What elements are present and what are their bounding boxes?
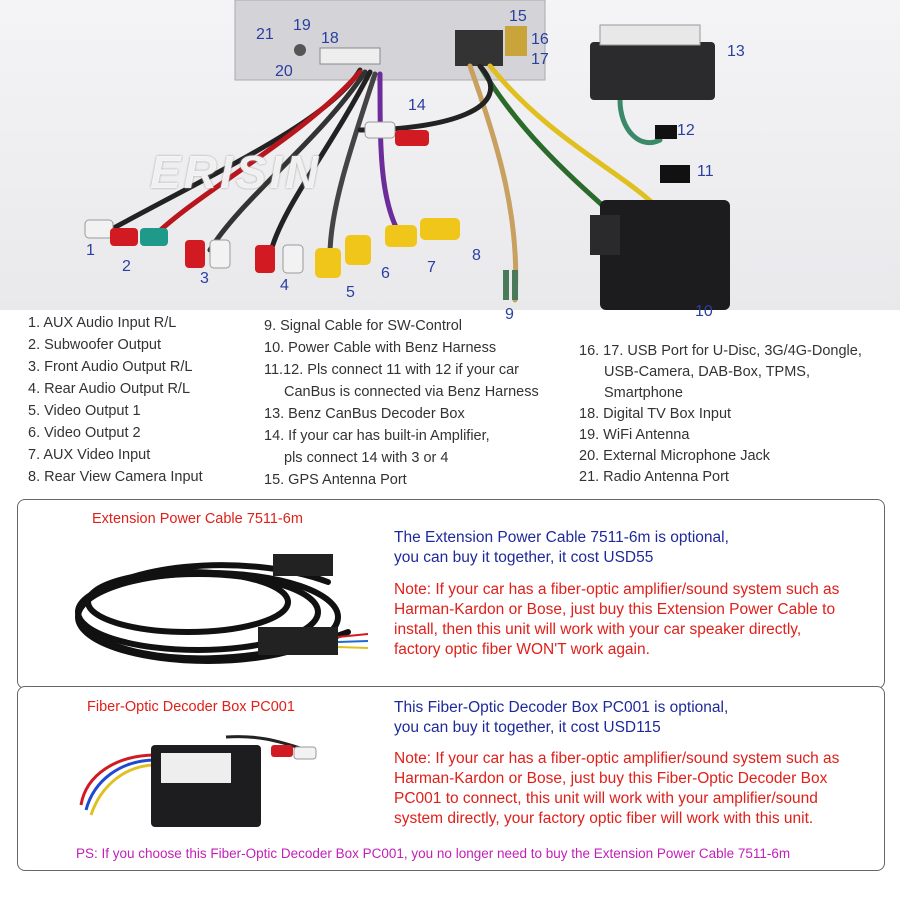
legend-item: 11.12. Pls connect 11 with 12 if your ca… [264,362,519,378]
fiber-decoder-offer: This Fiber-Optic Decoder Box PC001 is op… [394,698,728,738]
callout-19: 19 [293,17,311,34]
callout-5: 5 [346,284,355,301]
callout-17: 17 [531,51,549,68]
offer-line: This Fiber-Optic Decoder Box PC001 is op… [394,699,729,716]
callout-10: 10 [695,303,713,320]
fiber-decoder-title: Fiber-Optic Decoder Box PC001 [87,699,295,715]
ps-label: PS: [76,846,98,861]
note-line: factory optic fiber WON'T work again. [394,641,650,658]
legend-item: 13. Benz CanBus Decoder Box [264,406,465,422]
legend-item: USB-Camera, DAB-Box, TPMS, [604,364,811,380]
note-line: PC001 to connect, this unit will work wi… [394,790,818,807]
callout-6: 6 [381,265,390,282]
legend-item: 7. AUX Video Input [28,447,151,463]
offer-line: The Extension Power Cable 7511-6m is opt… [394,529,729,546]
callout-1: 1 [86,242,95,259]
callout-4: 4 [280,277,289,294]
offer-line: you can buy it together, it cost USD55 [394,549,654,566]
callout-16: 16 [531,31,549,48]
callout-18: 18 [321,30,339,47]
legend-item: 3. Front Audio Output R/L [28,359,193,375]
callout-11: 11 [697,163,714,180]
callout-3: 3 [200,270,209,287]
extension-cable-image [75,554,369,664]
callout-7: 7 [427,259,436,276]
legend-item: 8. Rear View Camera Input [28,469,203,485]
note-line: Note: If your car has a fiber-optic ampl… [394,750,840,767]
extension-cable-panel: Extension Power Cable 7511-6m The Extens… [17,499,885,689]
legend-item: 6. Video Output 2 [28,425,141,441]
benz-harness-connector [600,200,730,310]
fiber-decoder-panel: Fiber-Optic Decoder Box PC001 This Fiber… [17,686,885,871]
connector-12 [655,125,677,139]
callout-2: 2 [122,258,131,275]
legend-item: Smartphone [604,385,683,401]
wiring-harness-photo: ERISIN 1 2 3 4 5 6 7 8 9 10 11 12 13 14 … [0,0,900,323]
callout-15: 15 [509,8,527,25]
callout-13: 13 [727,43,745,60]
legend-column-1: 1. AUX Audio Input R/L 2. Subwoofer Outp… [28,312,203,488]
ps-text: If you choose this Fiber-Optic Decoder B… [97,846,791,861]
callout-21: 21 [256,26,274,43]
legend-item: 2. Subwoofer Output [28,337,161,353]
iso-connector-block [455,30,503,66]
rca-connectors [84,121,460,278]
legend-column-2: 9. Signal Cable for SW-Control 10. Power… [264,315,539,491]
extension-cable-offer: The Extension Power Cable 7511-6m is opt… [394,528,729,568]
legend-item: 19. WiFi Antenna [579,427,690,443]
callout-9: 9 [505,306,514,323]
note-line: Note: If your car has a fiber-optic ampl… [394,581,840,598]
canbus-decoder-box [590,42,715,100]
extension-cable-note: Note: If your car has a fiber-optic ampl… [394,580,839,660]
legend-item: 16. 17. USB Port for U-Disc, 3G/4G-Dongl… [579,343,862,359]
legend-item: 5. Video Output 1 [28,403,141,419]
fiber-decoder-note: Note: If your car has a fiber-optic ampl… [394,749,839,829]
legend-item: CanBus is connected via Benz Harness [284,384,539,400]
callout-20: 20 [275,63,293,80]
fiber-decoder-image [79,735,317,827]
note-line: install, then this unit will work with y… [394,621,802,638]
note-line: Harman-Kardon or Bose, just buy this Fib… [394,770,828,787]
gps-port [505,26,527,56]
connector-11 [660,165,690,183]
callout-8: 8 [472,247,481,264]
watermark-logo: ERISIN [150,146,322,198]
legend-item: 4. Rear Audio Output R/L [28,381,191,397]
callout-14: 14 [408,97,426,114]
mic-jack [294,44,306,56]
legend-item: 1. AUX Audio Input R/L [28,315,177,331]
legend-item: 15. GPS Antenna Port [264,472,407,488]
legend-item: pls connect 14 with 3 or 4 [284,450,449,466]
legend-item: 10. Power Cable with Benz Harness [264,340,497,356]
ps-footnote: PS: If you choose this Fiber-Optic Decod… [76,846,790,861]
legend-item: 14. If your car has built-in Amplifier, [264,428,490,444]
legend-column-3: 16. 17. USB Port for U-Disc, 3G/4G-Dongl… [579,341,862,488]
legend-item: 18. Digital TV Box Input [579,406,732,422]
wiring-harness-illustration [84,0,730,310]
note-line: Harman-Kardon or Bose, just buy this Ext… [394,601,836,618]
legend-item: 21. Radio Antenna Port [579,469,729,485]
offer-line: you can buy it together, it cost USD115 [394,719,661,736]
note-line: system directly, your factory optic fibe… [394,810,814,827]
extension-cable-title: Extension Power Cable 7511-6m [92,511,303,527]
tv-box-port [319,47,381,65]
legend-item: 9. Signal Cable for SW-Control [264,318,462,334]
callout-12: 12 [677,122,695,139]
legend-item: 20. External Microphone Jack [579,448,771,464]
